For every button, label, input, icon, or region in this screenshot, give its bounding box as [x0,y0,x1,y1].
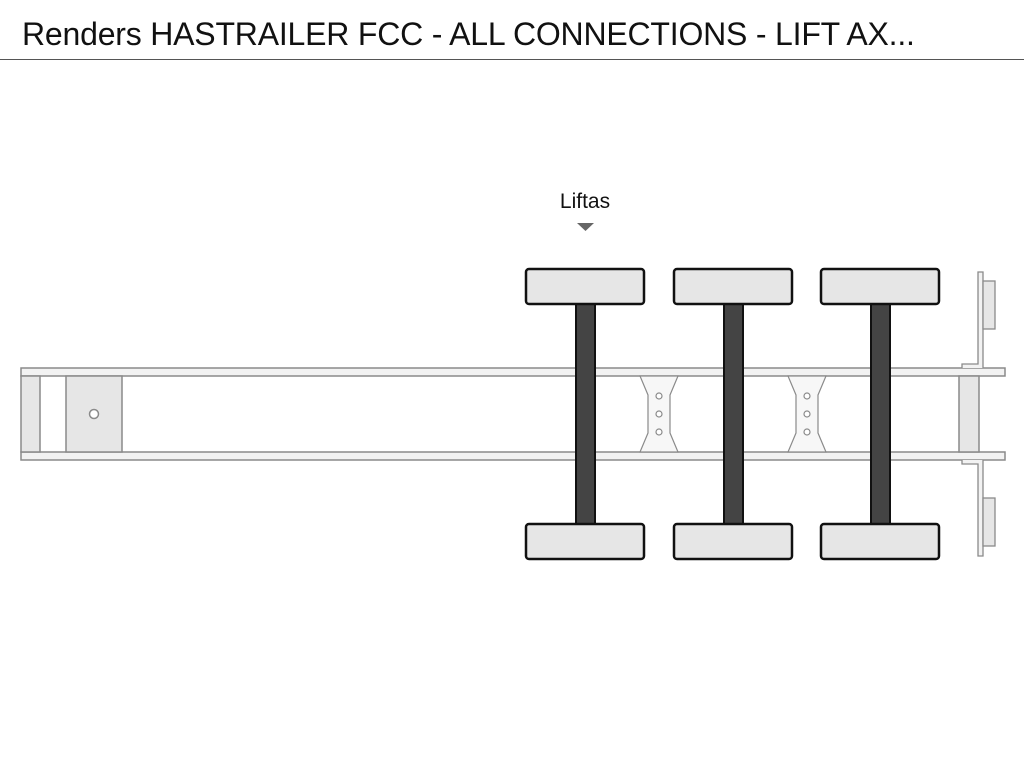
front-crossmember [20,375,41,453]
wheel-left [672,267,794,306]
triangle-down-icon [577,223,594,231]
frame-rail-top [20,367,1006,377]
crossmember-bracket [787,375,827,453]
wheel-right [672,522,794,561]
rear-light-bottom [982,497,996,547]
rear-light-top [982,280,996,330]
frame-rail-bottom [20,451,1006,461]
rear-crossmember [958,375,980,453]
kingpin [88,408,100,420]
rear-bumper-bottom [961,460,984,557]
crossmember-bracket [639,375,679,453]
wheel-left [819,267,941,306]
axle-2 [672,267,794,561]
chassis-frame [20,271,1006,557]
axle-beam [870,302,891,526]
axle-3 [819,267,941,561]
title-bar: Renders HASTRAILER FCC - ALL CONNECTIONS… [0,0,1024,60]
wheel-right [524,522,646,561]
axle-beam [575,302,596,526]
axle-beam [723,302,744,526]
wheel-right [819,522,941,561]
axle-label: Liftas [560,190,610,213]
axle-1: Liftas [524,190,646,561]
wheel-left [524,267,646,306]
rear-bumper-top [961,271,984,368]
